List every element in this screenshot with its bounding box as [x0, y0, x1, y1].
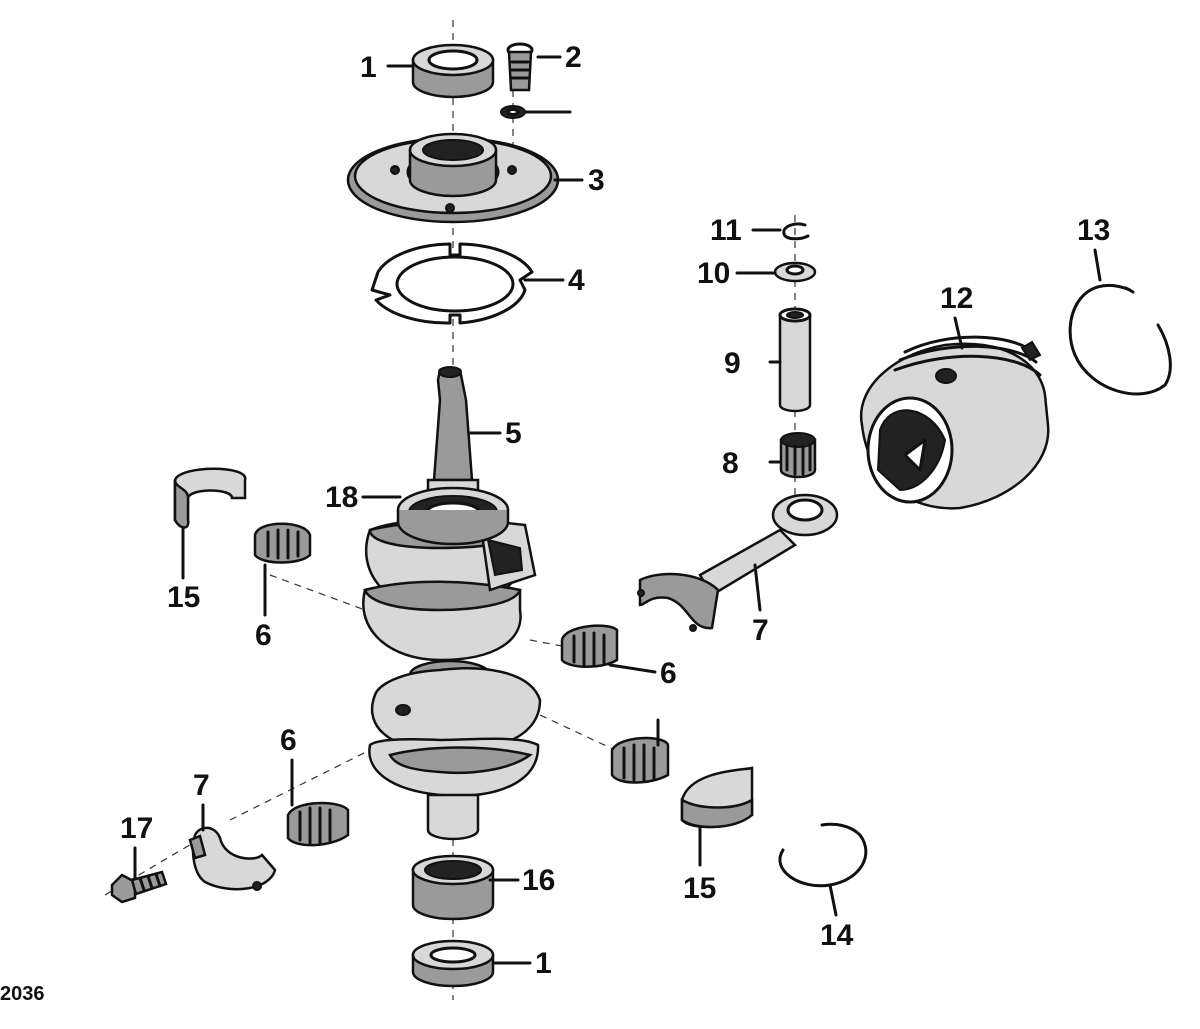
part-4-gasket — [370, 242, 534, 325]
callout-17: 17 — [120, 812, 153, 845]
callout-labels: 1 2 3 4 5 18 15 6 6 6 7 7 17 16 1 15 14 … — [120, 41, 1110, 980]
callout-7-cap: 7 — [193, 769, 210, 802]
part-11-lock-ring — [782, 222, 810, 241]
callout-5: 5 — [505, 417, 522, 450]
part-8-pin-bearing — [779, 432, 817, 479]
part-14-wire-ring — [778, 822, 868, 888]
part-6-needle-cage-right-lower — [610, 736, 670, 784]
callout-4: 4 — [568, 264, 585, 297]
part-3-retainer-plate — [346, 132, 560, 224]
callout-12: 12 — [940, 282, 973, 315]
callout-9: 9 — [724, 347, 741, 380]
part-7-rod-cap — [188, 826, 277, 891]
part-1-top-seal — [411, 43, 495, 99]
callout-14: 14 — [820, 919, 854, 952]
callout-11: 11 — [710, 214, 742, 247]
part-9-wrist-pin — [778, 307, 812, 413]
figure-code: 2036 — [0, 983, 45, 1005]
part-6-needle-cage-lower-left — [286, 801, 350, 847]
part-15-lower-thrust-bearing — [680, 766, 754, 829]
callout-6-left: 6 — [255, 619, 272, 652]
part-16-needle-bearing — [411, 854, 495, 921]
callout-15-right: 15 — [683, 872, 716, 905]
callout-16: 16 — [522, 864, 555, 897]
callout-6-right: 6 — [660, 657, 677, 690]
part-1-bottom-seal — [411, 939, 495, 988]
part-15-upper-thrust-bearing — [173, 467, 247, 529]
part-12-piston — [859, 335, 1050, 510]
leader-lines — [133, 55, 1102, 965]
part-7-connecting-rod — [637, 493, 839, 632]
part-6-needle-cage-upper-left — [253, 522, 312, 564]
part-17-cap-screw — [110, 870, 168, 904]
part-6-needle-cage-right-upper — [560, 624, 619, 668]
callout-18: 18 — [325, 481, 358, 514]
callout-6-lower: 6 — [280, 724, 297, 757]
callout-13: 13 — [1077, 214, 1110, 247]
part-13-piston-ring — [1068, 283, 1172, 396]
callout-2: 2 — [565, 41, 582, 74]
callout-7-rod: 7 — [752, 614, 769, 647]
callout-8: 8 — [722, 447, 739, 480]
callout-15-left: 15 — [167, 581, 200, 614]
part-18-ball-bearing — [396, 486, 510, 546]
callout-10: 10 — [697, 257, 730, 290]
part-2-screw — [500, 42, 572, 119]
callout-1-top: 1 — [360, 51, 377, 84]
callout-3: 3 — [588, 164, 605, 197]
callout-1-bottom: 1 — [535, 947, 552, 980]
part-10-washer — [773, 261, 817, 283]
